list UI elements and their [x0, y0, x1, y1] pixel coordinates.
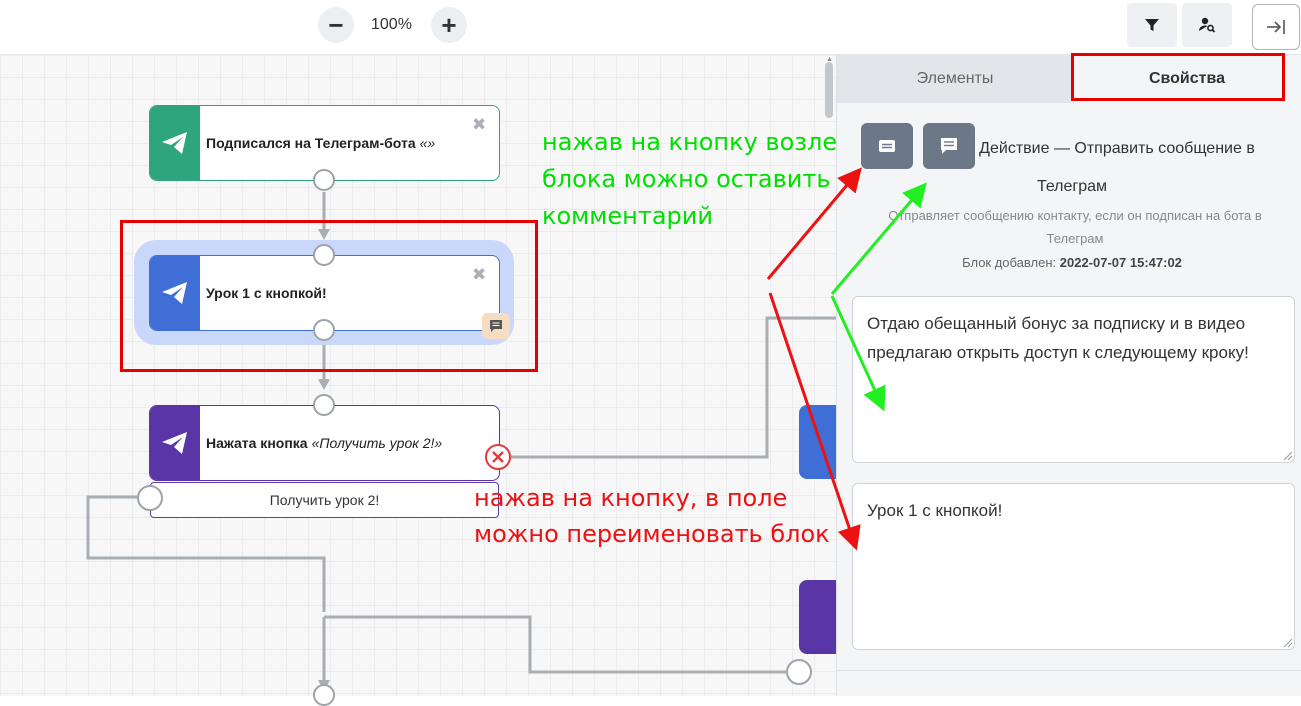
- trigger-node-button-pressed[interactable]: Нажата кнопка«Получить урок 2!»: [149, 405, 500, 481]
- annotation-highlight-node: [120, 220, 538, 372]
- panel-divider: [836, 670, 1301, 671]
- tab-elements[interactable]: Элементы: [837, 55, 1073, 103]
- block-added-date: 2022-07-07 15:47:02: [1059, 255, 1182, 270]
- action-node-lesson-1[interactable]: Урок 1 с кнопкой!: [149, 255, 500, 331]
- comment-badge[interactable]: [482, 313, 510, 339]
- flow-canvas[interactable]: [0, 55, 836, 696]
- collapse-right-icon: [1267, 20, 1285, 34]
- user-search-icon: [1199, 17, 1216, 33]
- comment-block-button[interactable]: [923, 123, 975, 169]
- annotation-red-text: нажав на кнопку, в поле можно переименов…: [474, 484, 830, 548]
- annotation-green-text: нажав на кнопку возле блока можно остави…: [542, 128, 838, 230]
- button-output-port[interactable]: [137, 485, 163, 511]
- telegram-icon: [150, 406, 200, 480]
- resize-grip-icon[interactable]: [1283, 638, 1293, 648]
- filter-button[interactable]: [1127, 3, 1177, 47]
- node-title: Урок 1 с кнопкой!: [206, 285, 327, 301]
- tab-properties[interactable]: Свойства: [1073, 55, 1301, 103]
- node-button-option[interactable]: Получить урок 2!: [150, 482, 499, 518]
- action-description: Отправляет сообщению контакту, если он п…: [888, 208, 1262, 246]
- node-subtitle: «Получить урок 2!»: [311, 435, 443, 451]
- filter-icon: [1145, 19, 1159, 31]
- zoom-in-button[interactable]: +: [431, 7, 467, 43]
- resize-grip-icon[interactable]: [1283, 451, 1293, 461]
- node-title: Подписался на Телеграм-бота«»: [206, 135, 436, 151]
- node-input-port[interactable]: [313, 244, 335, 266]
- zoom-out-button[interactable]: −: [318, 7, 354, 43]
- partial-node-purple[interactable]: [799, 580, 836, 654]
- delete-node-icon[interactable]: ✖: [472, 115, 487, 134]
- zoom-in-label: +: [441, 10, 457, 40]
- node-subtitle: «»: [419, 135, 436, 151]
- node-input-port[interactable]: [313, 394, 335, 416]
- rename-icon: [879, 140, 895, 152]
- canvas-scrollbar[interactable]: [825, 62, 833, 118]
- action-title: Действие — Отправить сообщение в Телегра…: [979, 140, 1255, 195]
- trigger-node-telegram-subscribe[interactable]: Подписался на Телеграм-бота«»: [149, 105, 500, 181]
- user-search-button[interactable]: [1182, 3, 1232, 47]
- collapse-panel-button[interactable]: [1252, 4, 1300, 50]
- block-name-textarea[interactable]: Урок 1 с кнопкой!: [852, 483, 1295, 650]
- top-toolbar: [0, 0, 1301, 55]
- node-output-port[interactable]: [313, 169, 335, 191]
- delete-node-icon[interactable]: ✖: [472, 265, 487, 284]
- rename-block-button[interactable]: [861, 123, 913, 169]
- block-added-label: Блок добавлен:: [962, 255, 1057, 270]
- node-input-port[interactable]: [786, 659, 812, 685]
- annotation-highlight-tab: [1071, 53, 1285, 101]
- telegram-icon: [150, 256, 200, 330]
- comment-icon: [941, 138, 957, 154]
- comment-textarea[interactable]: Отдаю обещанный бонус за подписку и в ви…: [852, 296, 1295, 463]
- node-output-port[interactable]: [313, 319, 335, 341]
- delete-connection-icon[interactable]: [485, 444, 511, 470]
- scroll-up-icon[interactable]: ▲: [826, 56, 833, 63]
- zoom-out-label: −: [328, 10, 344, 40]
- connector-lines: [86, 192, 836, 691]
- block-added-info: Блок добавлен: 2022-07-07 15:47:02: [852, 255, 1292, 270]
- comment-icon: [490, 320, 502, 332]
- node-title: Нажата кнопка«Получить урок 2!»: [206, 435, 443, 451]
- telegram-icon: [150, 106, 200, 180]
- zoom-level: 100%: [371, 16, 412, 33]
